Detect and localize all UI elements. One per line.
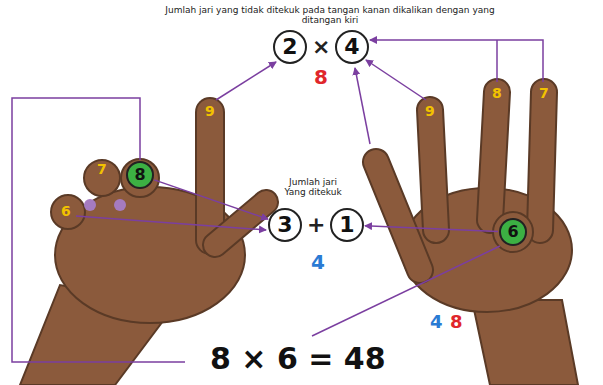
leader-line <box>370 40 543 82</box>
circle-number: 3 <box>277 214 292 236</box>
bracket-line <box>12 98 185 362</box>
left-folded-finger <box>121 159 159 197</box>
leader-line <box>366 60 426 100</box>
finger-number-text: 9 <box>205 103 215 119</box>
operator-sign: × <box>312 35 330 59</box>
number-circle: 2 <box>273 30 307 64</box>
left-finger-outline <box>195 112 225 240</box>
left-thumb <box>215 202 266 245</box>
finger-number: 6 <box>61 204 71 219</box>
right-finger-outline <box>540 92 544 230</box>
circle-number: 6 <box>507 224 518 240</box>
finger-number: 7 <box>97 162 107 177</box>
callout-note: Jumlah jari Yang ditekuk <box>280 178 346 198</box>
finger-number: 9 <box>425 104 435 119</box>
finger-number-text: 9 <box>425 103 435 119</box>
leader-line <box>76 216 266 230</box>
number-circle: 3 <box>268 208 302 242</box>
left-folded-finger <box>51 195 85 229</box>
title-note-text: Jumlah jari yang tidak ditekuk pada tang… <box>165 5 494 25</box>
knuckle-dot <box>114 199 126 211</box>
right-finger <box>540 92 544 230</box>
equation: 8 × 6 = 48 <box>210 342 386 375</box>
leader-line <box>216 62 276 100</box>
left-knuckle-marks <box>84 199 126 211</box>
finger-number: 7 <box>539 86 549 101</box>
circle-number: 2 <box>282 36 297 58</box>
circle-number: 1 <box>339 214 354 236</box>
result-digit: 4 <box>430 312 443 332</box>
finger-number: 9 <box>205 104 215 119</box>
highlight-circle: 6 <box>499 218 527 246</box>
right-finger-outline <box>376 162 420 270</box>
callout-note-text: Jumlah jari Yang ditekuk <box>284 177 341 197</box>
leader-lines <box>12 40 543 362</box>
connector-arrow <box>154 180 268 219</box>
circle-number: 4 <box>344 36 359 58</box>
result-digit: 8 <box>314 66 328 88</box>
result-digit-text: 4 <box>430 311 443 332</box>
leader-line <box>355 68 370 144</box>
leader-line <box>496 40 498 82</box>
right-hand <box>376 92 578 385</box>
result-digit-text: 8 <box>450 311 463 332</box>
finger-number-text: 7 <box>539 85 549 101</box>
finger-number: 8 <box>492 86 502 101</box>
equation-text: 8 × 6 = 48 <box>210 341 386 376</box>
right-finger-outline <box>490 92 497 220</box>
right-long-finger <box>376 162 420 270</box>
left-thumb-outline <box>215 202 266 245</box>
result-digit-text: 4 <box>311 250 325 274</box>
result-digit-text: 8 <box>314 65 328 89</box>
finger-number-text: 8 <box>492 85 502 101</box>
result-digit: 4 <box>311 251 325 273</box>
number-circle: 4 <box>335 30 369 64</box>
operator-sign-text: × <box>312 34 330 59</box>
highlight-circle: 8 <box>126 161 154 189</box>
left-index-finger <box>197 112 223 240</box>
finger-number-text: 7 <box>97 161 107 177</box>
operator-sign-text: + <box>307 212 325 237</box>
finger-number-text: 6 <box>61 203 71 219</box>
operator-sign: + <box>307 213 325 237</box>
connector-arrow <box>365 226 498 232</box>
title-note: Jumlah jari yang tidak ditekuk pada tang… <box>165 6 495 26</box>
right-finger <box>430 110 436 230</box>
right-finger-outline <box>430 110 436 230</box>
knuckle-dot <box>84 199 96 211</box>
leader-line <box>312 246 500 336</box>
result-digit: 8 <box>450 312 463 332</box>
left-folded-finger <box>84 160 120 196</box>
circle-number: 8 <box>134 167 145 183</box>
number-circle: 1 <box>330 208 364 242</box>
right-finger <box>490 92 497 220</box>
